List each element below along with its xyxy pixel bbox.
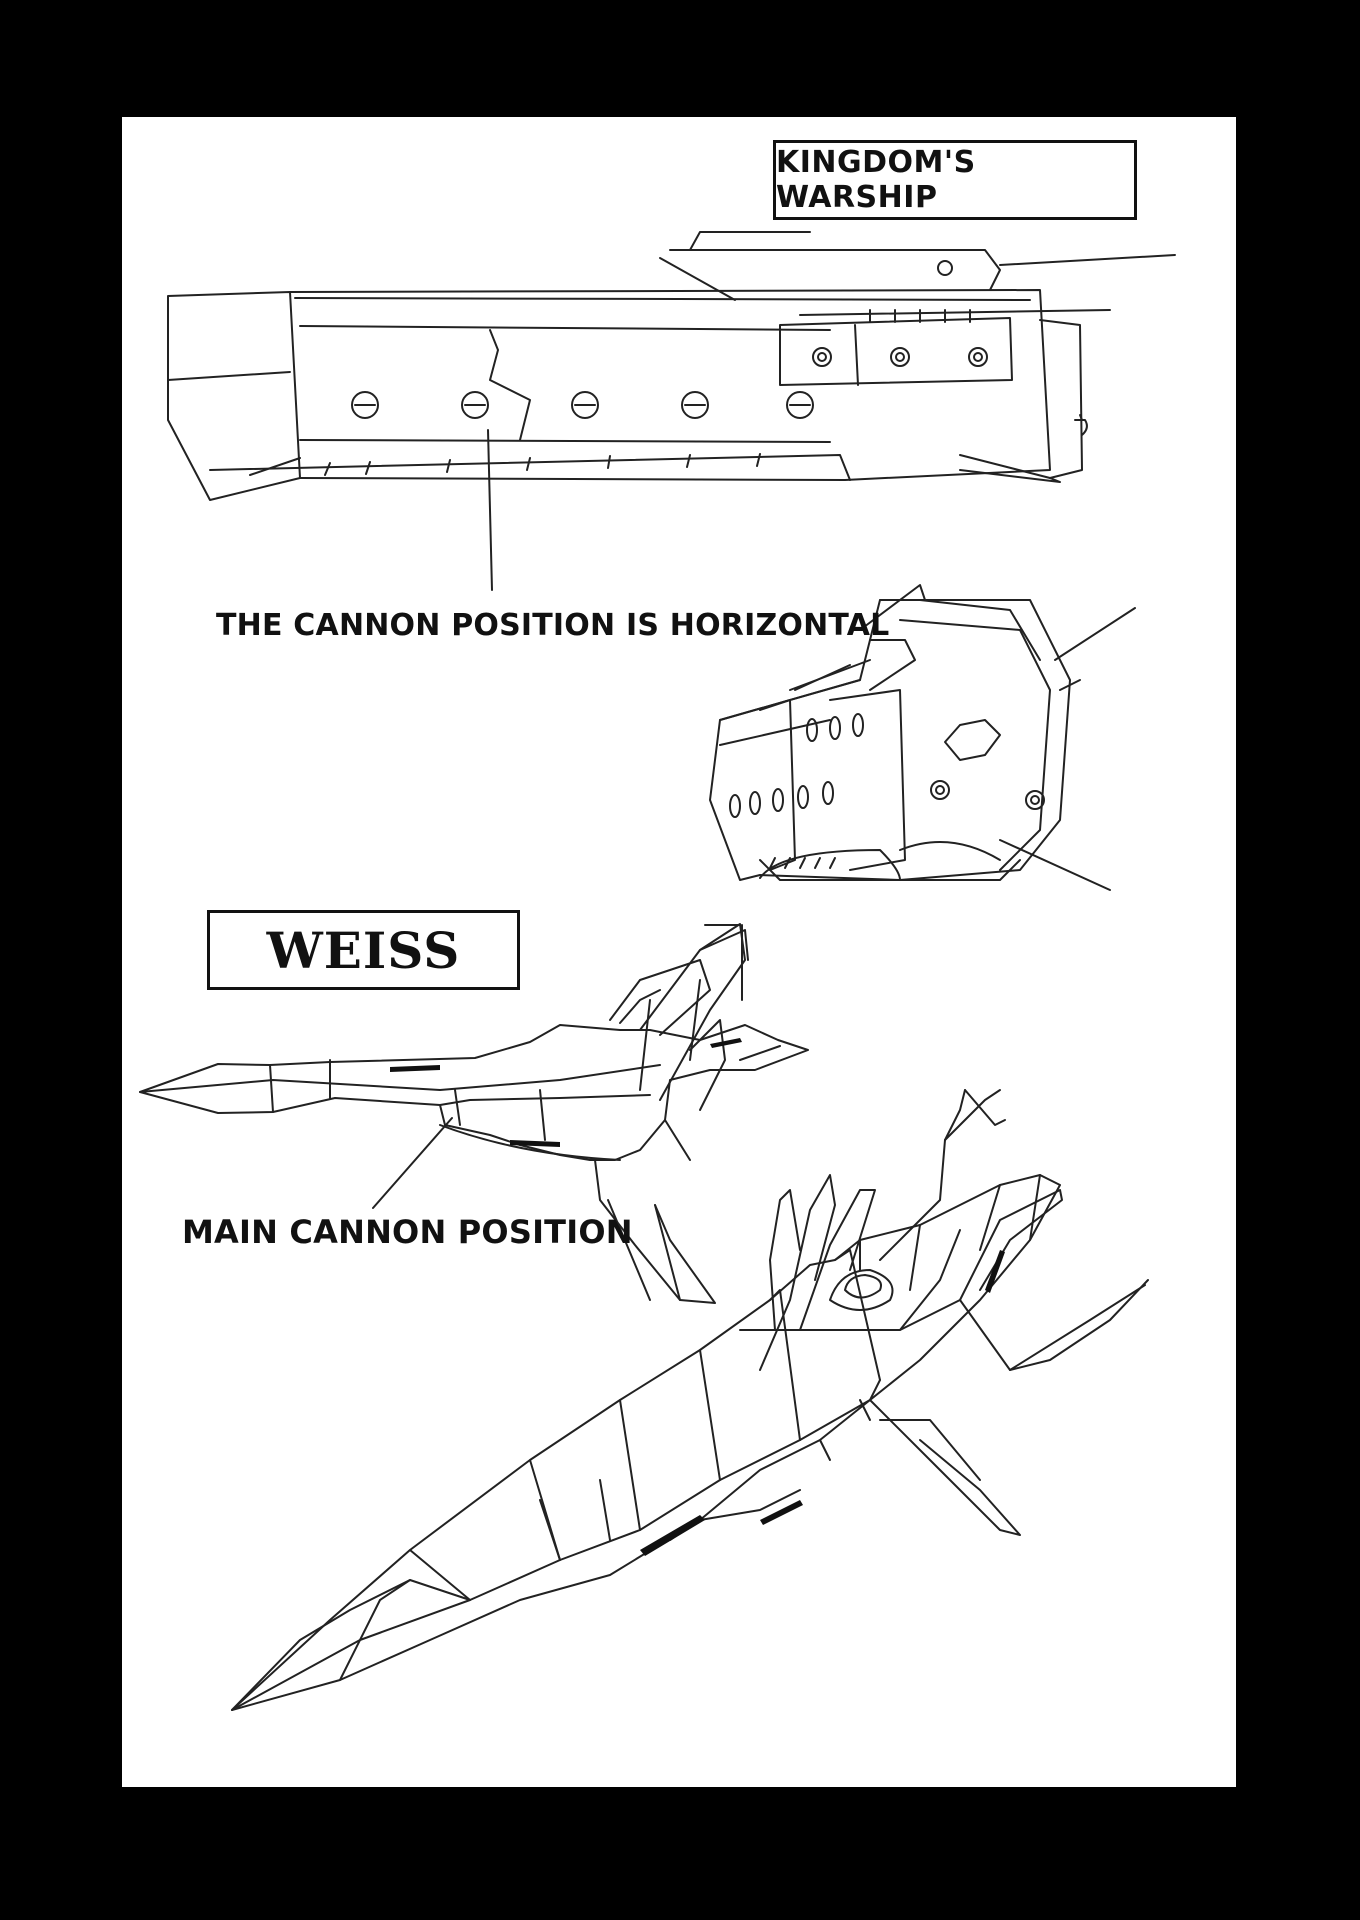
warship-front-view-drawing xyxy=(709,584,1136,891)
weiss-three-quarter-view-drawing xyxy=(231,1089,1149,1711)
main-cannon-annotation: MAIN CANNON POSITION xyxy=(182,1213,633,1251)
kingdom-warship-title: KINGDOM'S WARSHIP xyxy=(776,145,976,215)
weiss-side-view-drawing xyxy=(139,923,809,1304)
warship-side-view-drawing xyxy=(167,231,1176,591)
cannon-position-annotation: THE CANNON POSITION IS HORIZONTAL xyxy=(216,608,890,643)
weiss-title: WEISS xyxy=(266,920,461,980)
kingdom-warship-label-box: KINGDOM'S WARSHIP xyxy=(773,140,1137,220)
weiss-label-box: WEISS xyxy=(207,910,520,990)
